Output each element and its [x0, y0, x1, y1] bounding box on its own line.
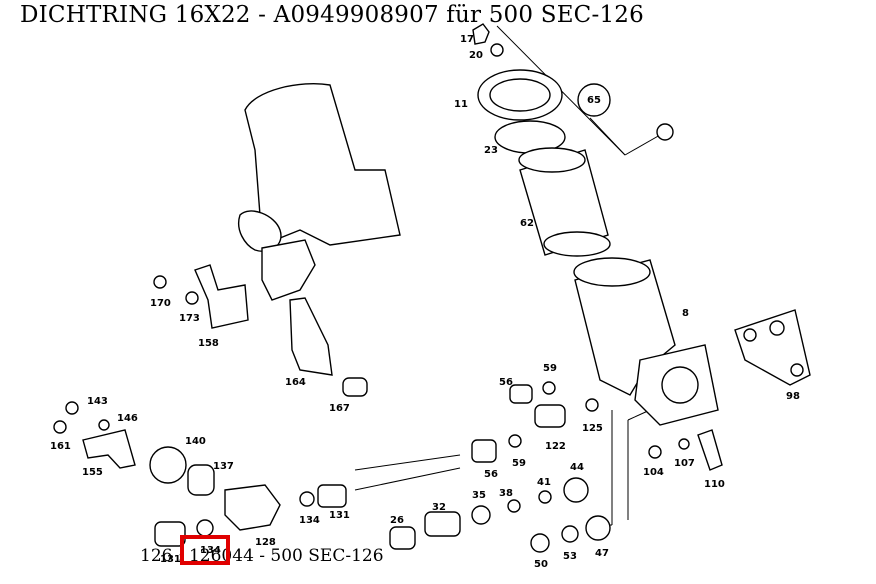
- label-98: 98: [786, 391, 800, 402]
- label-59b: 59: [512, 458, 526, 469]
- label-38: 38: [499, 488, 513, 499]
- label-170: 170: [150, 298, 171, 309]
- label-8: 8: [682, 308, 689, 319]
- label-140: 140: [185, 436, 206, 447]
- label-110: 110: [704, 479, 725, 490]
- label-161: 161: [50, 441, 71, 452]
- label-167: 167: [329, 403, 350, 414]
- label-23: 23: [484, 145, 498, 156]
- filter-element: [518, 147, 611, 257]
- label-65: 65: [587, 95, 601, 106]
- label-56b: 56: [484, 469, 498, 480]
- page-title: DICHTRING 16X22 - A0949908907 für 500 SE…: [20, 2, 644, 28]
- leader-lines: [354, 25, 661, 526]
- label-128: 128: [255, 537, 276, 548]
- label-155: 155: [82, 467, 103, 478]
- label-131b: 131: [160, 554, 181, 565]
- label-35: 35: [472, 490, 486, 501]
- label-104: 104: [643, 467, 664, 478]
- label-62: 62: [520, 218, 534, 229]
- highlight-box: [180, 535, 230, 565]
- gasket: [734, 309, 811, 386]
- label-164: 164: [285, 377, 306, 388]
- label-56a: 56: [499, 377, 513, 388]
- brackets: [82, 264, 368, 469]
- label-50: 50: [534, 559, 548, 570]
- label-146: 146: [117, 413, 138, 424]
- label-41: 41: [537, 477, 551, 488]
- label-20: 20: [469, 50, 483, 61]
- label-59a: 59: [543, 363, 557, 374]
- label-134b: 134: [200, 545, 221, 556]
- label-107: 107: [674, 458, 695, 469]
- filter-housing-upper: [238, 83, 401, 301]
- label-26: 26: [390, 515, 404, 526]
- label-122: 122: [545, 441, 566, 452]
- label-32: 32: [432, 502, 446, 513]
- label-137: 137: [213, 461, 234, 472]
- label-53: 53: [563, 551, 577, 562]
- small-hardware: [53, 275, 723, 553]
- label-17: 17: [460, 34, 474, 45]
- filter-housing-lower: [573, 257, 719, 426]
- label-11: 11: [454, 99, 468, 110]
- label-143: 143: [87, 396, 108, 407]
- filter-cap: [472, 23, 674, 154]
- label-134a: 134: [299, 515, 320, 526]
- part-labels: 17 20 11 65 23 62 8 98 170 173 158 164 1…: [50, 34, 800, 570]
- label-125: 125: [582, 423, 603, 434]
- label-158: 158: [198, 338, 219, 349]
- footer-caption: 126 : 126044 - 500 SEC-126: [140, 546, 384, 566]
- label-173: 173: [179, 313, 200, 324]
- label-131a: 131: [329, 510, 350, 521]
- label-44: 44: [570, 462, 584, 473]
- label-47: 47: [595, 548, 609, 559]
